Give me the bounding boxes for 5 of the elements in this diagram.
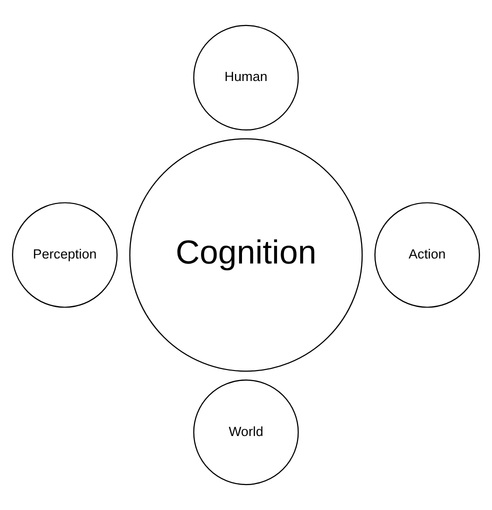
node-circle: Cognition xyxy=(129,138,363,372)
node-circle: Action xyxy=(374,202,480,308)
node-circle: World xyxy=(193,380,299,486)
node-circle: Perception xyxy=(12,202,118,308)
node-circle: Human xyxy=(193,24,299,130)
